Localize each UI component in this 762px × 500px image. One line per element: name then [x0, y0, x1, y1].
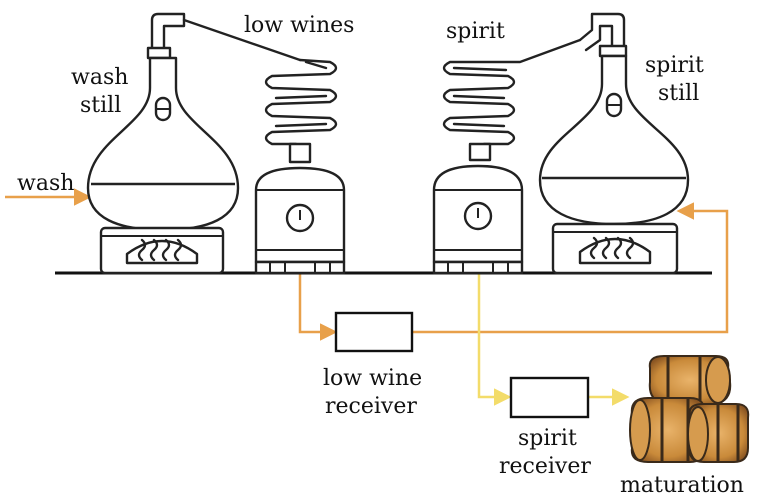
- barrel-top: [648, 355, 732, 405]
- receiver-to-spirit-still-line: [412, 202, 729, 334]
- spirit-label: spirit: [446, 19, 505, 44]
- wash-still-lyne-arm: [150, 12, 186, 54]
- wash-label: wash: [17, 171, 74, 196]
- spirit-still-label-line1: spirit: [645, 53, 704, 78]
- low-wines-label: low wines: [244, 13, 354, 38]
- condenser-icon: [442, 38, 582, 160]
- low-wines-to-receiver-line: [298, 274, 338, 341]
- spirit-still-lyne-arm: [578, 12, 626, 52]
- wash-still-label-line1: wash: [71, 65, 128, 90]
- low-wine-receiver-box: [334, 311, 414, 353]
- spirit-receiver-box: [509, 376, 590, 419]
- wash-still-label-line2: still: [80, 93, 121, 118]
- maturation-label: maturation: [620, 473, 744, 498]
- barrel-bottom-right: [687, 403, 750, 463]
- condenser-icon: [264, 58, 338, 162]
- flow-lines: [5, 188, 729, 406]
- low-wine-receiver-label-line2: receiver: [325, 394, 417, 419]
- spirit-still-label-line2: still: [658, 81, 699, 106]
- spirit-still: [538, 12, 690, 275]
- spirit-condenser: [432, 38, 582, 275]
- spirit-receiver-label-line1: spirit: [518, 426, 577, 451]
- wash-still: [86, 12, 302, 275]
- spirit-to-receiver-line: [477, 274, 512, 406]
- low-wine-receiver-label-line1: low wine: [323, 366, 422, 391]
- wash-condenser: [254, 58, 346, 275]
- spirit-receiver-label-line2: receiver: [499, 454, 591, 479]
- barrel-stack-icon: [629, 355, 750, 463]
